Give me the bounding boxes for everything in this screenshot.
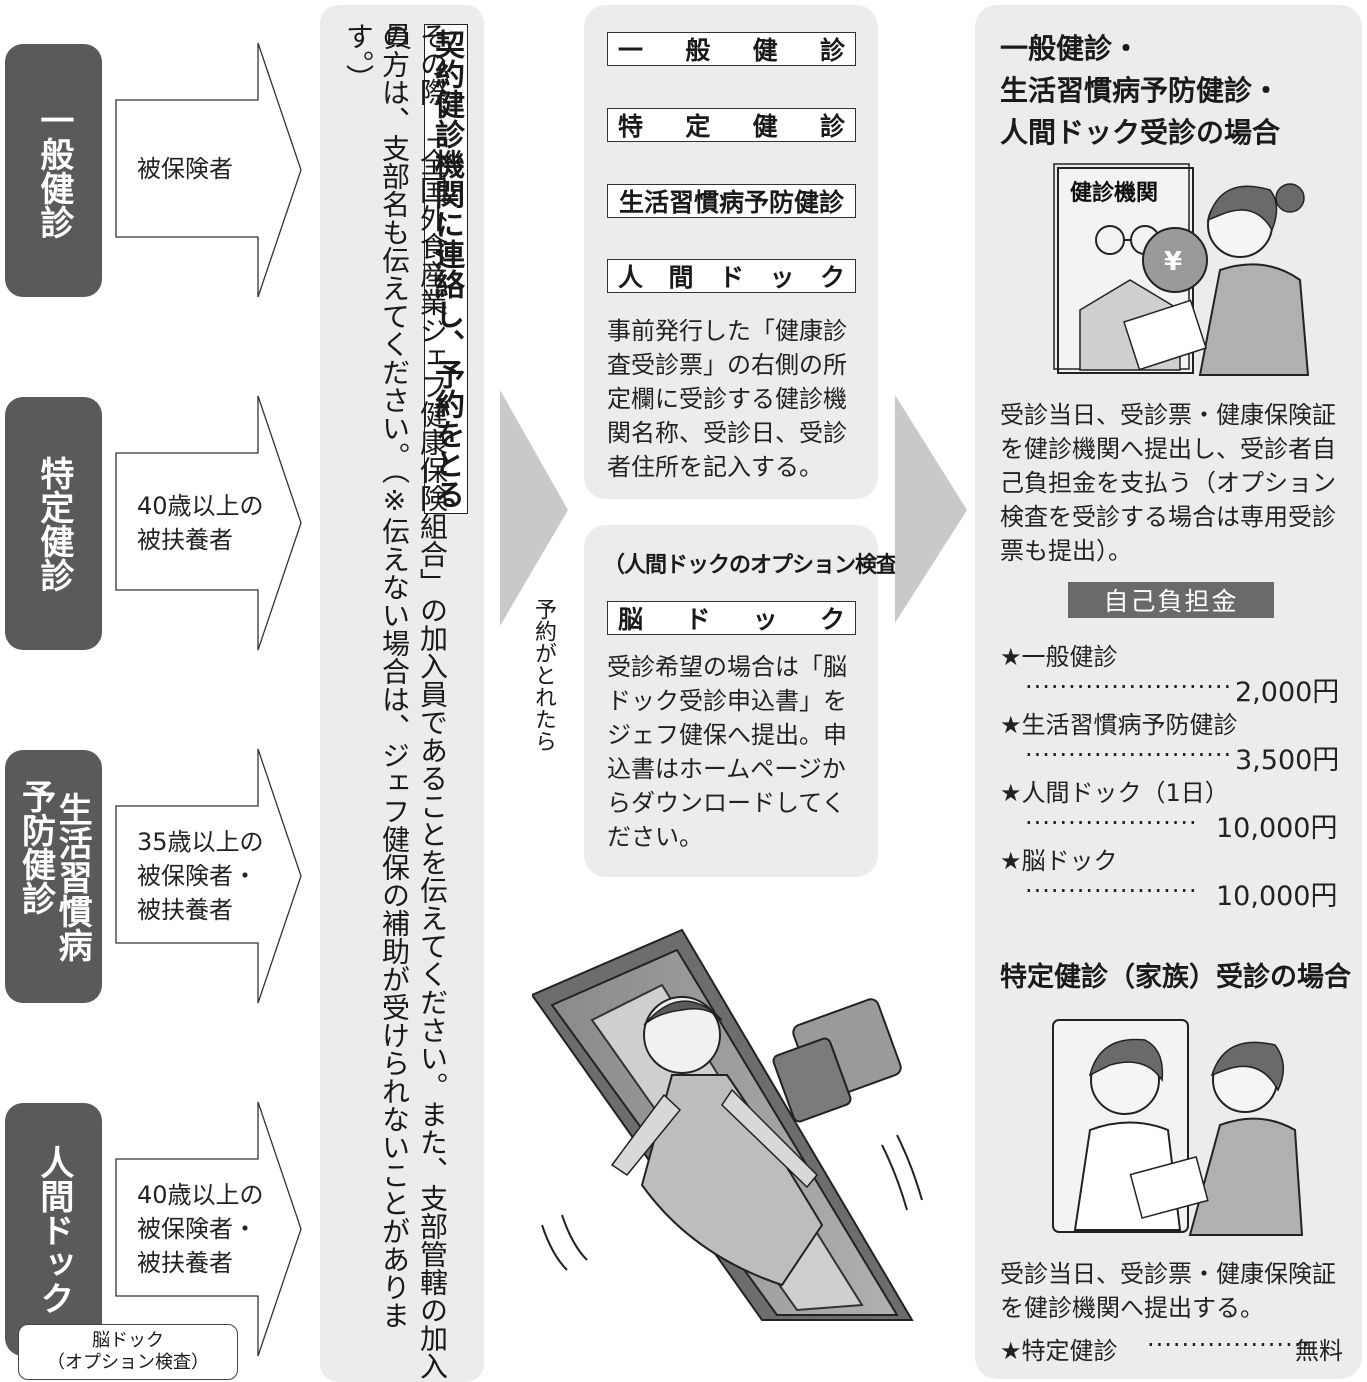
char: ク xyxy=(819,263,845,292)
target-specific: 40歳以上の 被扶養者 xyxy=(137,492,264,554)
family-checkup-illustration xyxy=(1052,1019,1304,1236)
fee-amount-general: 2,000円 xyxy=(1235,677,1340,708)
char: ッ xyxy=(769,263,795,292)
outline-arrow-icon xyxy=(115,1101,302,1357)
option-heading: （人間ドックのオプション検査） xyxy=(603,553,919,578)
fee-amount-family: 無料 xyxy=(1295,1337,1343,1365)
option-panel xyxy=(584,525,878,877)
option-description: 受診希望の場合は「脳ドック受診申込書」をジェフ健保へ提出。申込書はホームページか… xyxy=(607,653,847,851)
fee-amount-human-dock: 10,000円 xyxy=(1216,813,1338,844)
target-general: 被保険者 xyxy=(137,155,233,183)
exam-label-lifestyle: 生活習慣病予防健診 xyxy=(607,184,856,218)
fee-name-human-dock: ★人間ドック（1日） xyxy=(1000,779,1229,807)
arrow-specific xyxy=(115,395,302,652)
exam-label-human-dock: 人 間 ド ッ ク xyxy=(607,259,856,293)
brain-dock-option-label: 脳ドック （オプション検査） xyxy=(18,1324,238,1380)
fee-dots-brain-dock: ···················· xyxy=(1025,877,1198,905)
fee-name-brain-dock: ★脳ドック xyxy=(1000,847,1118,875)
fee-dots-general: ························ xyxy=(1025,673,1233,701)
clinic-reception-illustration: 健診機関 ¥ xyxy=(1053,163,1310,376)
self-burden-badge: 自己負担金 xyxy=(1068,582,1274,618)
fee-dots-human-dock: ···················· xyxy=(1025,809,1198,837)
right-title: 一般健診・ 生活習慣病予防健診・ 人間ドック受診の場合 xyxy=(1000,32,1281,149)
fee-amount-lifestyle: 3,500円 xyxy=(1235,745,1340,776)
char: ド xyxy=(685,605,711,634)
contact-heading: 契約健診機関に連絡し、予約をとる xyxy=(424,24,468,514)
char: 診 xyxy=(819,112,845,141)
fee-name-lifestyle: ★生活習慣病予防健診 xyxy=(1000,711,1238,739)
yen-coin-icon: ¥ xyxy=(1164,247,1182,277)
right-description: 受診当日、受診票・健康保険証を健診機関へ提出し、受診者自己負担金を支払う（オプシ… xyxy=(1000,401,1336,565)
after-reservation-caption: 予約がとれたら xyxy=(531,598,556,752)
arrow-lifestyle xyxy=(115,748,302,1005)
target-human-dock: 40歳以上の 被保険者・ 被扶養者 xyxy=(137,1181,264,1277)
exam-description: 事前発行した「健康診査受診票」の右側の所定欄に受診する健診機関名称、受診日、受診… xyxy=(607,317,847,481)
char: 定 xyxy=(685,112,711,141)
label-text: 生活習慣病予防健診 xyxy=(618,188,844,217)
contact-body-col1: その際、「全国外食産業ジェフ健康保険組合」の加入員であることを伝えてください。ま… xyxy=(380,22,449,1380)
big-arrow-icon xyxy=(895,395,967,623)
family-description: 受診当日、受診票・健康保険証を健診機関へ提出する。 xyxy=(1000,1260,1336,1322)
outline-arrow-icon xyxy=(115,748,302,1004)
char: 般 xyxy=(685,36,711,65)
tab-specific-checkup-label: 特定健診 xyxy=(33,455,74,592)
tab-general-checkup: 一般健診 xyxy=(5,44,102,297)
outline-arrow-icon xyxy=(115,42,302,298)
tab-specific-checkup: 特定健診 xyxy=(5,397,102,650)
fee-name-family: ★特定健診 xyxy=(1000,1337,1118,1365)
char: 健 xyxy=(752,112,778,141)
char: 人 xyxy=(618,263,644,292)
tab-lifestyle-checkup: 生活習慣病 予防健診 xyxy=(5,750,102,1003)
char: 特 xyxy=(618,112,644,141)
arrow-general xyxy=(115,42,302,299)
char: ド xyxy=(718,263,744,292)
char: 脳 xyxy=(618,605,644,634)
contact-body-col2: の方は、支部名も伝えてください。（※伝えない場合は、ジェフ健保の補助が受けられな… xyxy=(342,22,411,1329)
char: 診 xyxy=(819,36,845,65)
tab-lifestyle-checkup-label-col1: 生活習慣病 xyxy=(52,791,93,962)
tab-general-checkup-label: 一般健診 xyxy=(33,102,74,239)
tab-human-dock-label: 人間ドック xyxy=(33,1144,74,1315)
exam-label-specific: 特 定 健 診 xyxy=(607,108,856,142)
outline-arrow-icon xyxy=(115,395,302,651)
clinic-sign-text: 健診機関 xyxy=(1070,180,1158,206)
fee-name-general: ★一般健診 xyxy=(1000,643,1118,671)
exam-label-general: 一 般 健 診 xyxy=(607,32,856,66)
fee-amount-brain-dock: 10,000円 xyxy=(1216,881,1338,912)
exam-panel xyxy=(584,5,878,499)
target-lifestyle: 35歳以上の 被保険者・ 被扶養者 xyxy=(137,828,264,924)
tab-lifestyle-checkup-label-col2: 予防健診 xyxy=(15,778,56,915)
family-checkup-title: 特定健診（家族）受診の場合 xyxy=(1000,962,1351,993)
char: ッ xyxy=(752,605,778,634)
char: ク xyxy=(819,605,845,634)
fee-dots-family: ··················· xyxy=(1147,1331,1311,1359)
char: 一 xyxy=(618,36,644,65)
big-arrow-icon xyxy=(500,390,568,626)
arrow-human-dock xyxy=(115,1101,302,1358)
tab-human-dock: 人間ドック xyxy=(5,1103,102,1356)
char: 間 xyxy=(668,263,694,292)
option-label-brain-dock: 脳 ド ッ ク xyxy=(607,601,856,635)
mri-scan-illustration xyxy=(532,928,923,1321)
char: 健 xyxy=(752,36,778,65)
fee-dots-lifestyle: ························ xyxy=(1025,741,1233,769)
